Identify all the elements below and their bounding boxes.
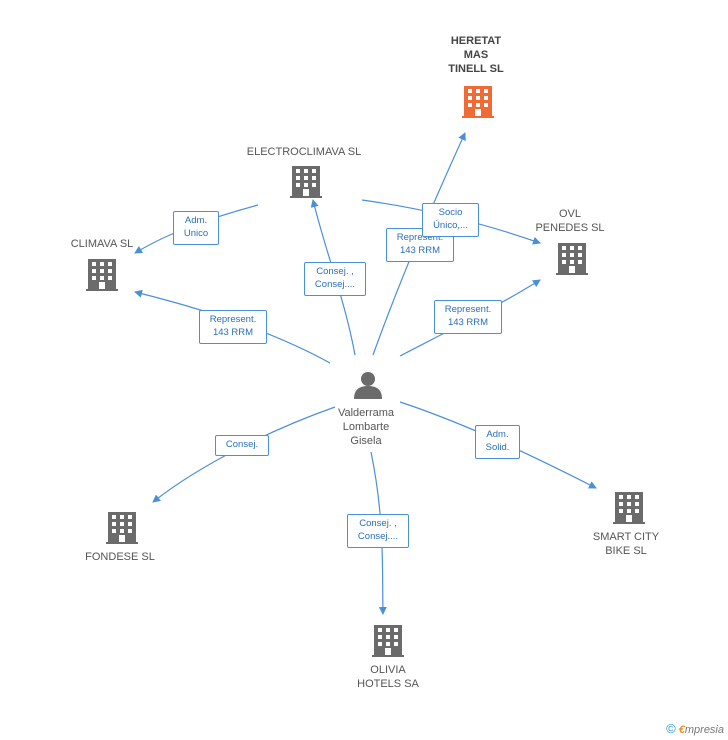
building-icon (556, 243, 588, 275)
person-icon (354, 372, 382, 399)
company-climava-label[interactable]: CLIMAVA SL (70, 238, 134, 250)
relation-consej-olivia[interactable]: Consej. , Consej.... (347, 514, 409, 548)
company-heretat-label[interactable]: HERETAT MAS TINELL SL (448, 35, 504, 75)
relation-represent-ovl[interactable]: Represent. 143 RRM (434, 300, 502, 334)
building-icon (372, 625, 404, 657)
relation-consej-electroclimava[interactable]: Consej. , Consej.... (304, 262, 366, 296)
relation-adm-unico[interactable]: Adm. Unico (173, 211, 219, 245)
company-electroclimava-label[interactable]: ELECTROCLIMAVA SL (246, 146, 362, 158)
company-olivia-label[interactable]: OLIVIA HOTELS SA (357, 664, 419, 690)
company-ovl-label[interactable]: OVL PENEDES SL (535, 208, 605, 234)
brand-name: mpresia (684, 724, 724, 736)
building-icon (613, 492, 645, 524)
footer-brand: © €mpresia (666, 721, 724, 736)
person-label[interactable]: Valderrama Lombarte Gisela (337, 407, 395, 447)
brand-initial: € (678, 724, 685, 736)
building-icon (290, 166, 322, 198)
relation-consej-fondese[interactable]: Consej. (215, 435, 269, 456)
company-smartcity-label[interactable]: SMART CITY BIKE SL (592, 531, 660, 557)
building-icon (462, 86, 494, 118)
company-fondese-label[interactable]: FONDESE SL (85, 551, 155, 563)
relation-adm-solid[interactable]: Adm. Solid. (475, 425, 520, 459)
relation-represent-climava[interactable]: Represent. 143 RRM (199, 310, 267, 344)
building-icon (106, 512, 138, 544)
relation-socio-unico[interactable]: Socio Único,... (422, 203, 479, 237)
copyright-icon: © (666, 721, 676, 736)
building-icon (86, 259, 118, 291)
